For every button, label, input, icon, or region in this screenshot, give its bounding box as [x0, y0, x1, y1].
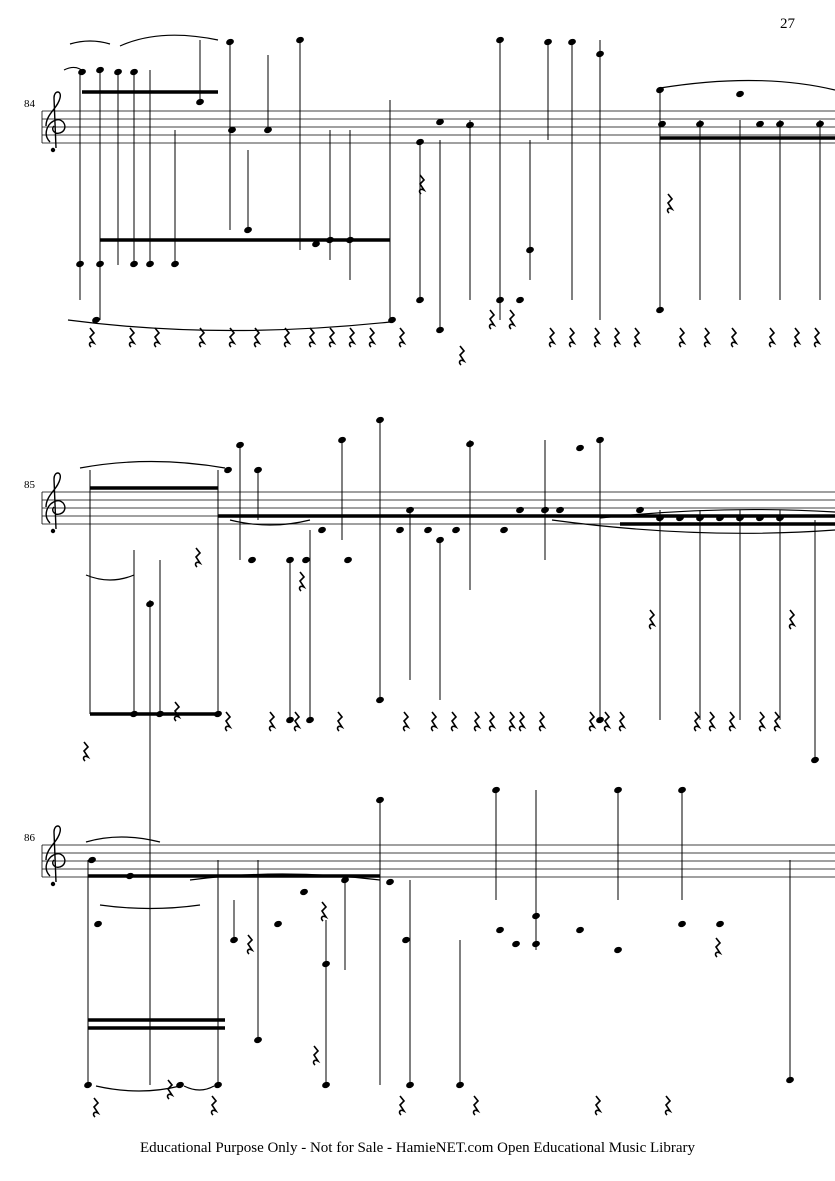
- system-2: 85: [24, 415, 835, 765]
- measure-number: 86: [24, 832, 36, 844]
- staff-lines: [41, 110, 835, 144]
- system-1: 84: [24, 34, 835, 366]
- measure-number: 85: [24, 479, 36, 491]
- beams: [88, 874, 380, 1030]
- staff-lines: [41, 491, 835, 525]
- rests: [88, 174, 820, 366]
- noteheads: [75, 35, 825, 335]
- footer-text: Educational Purpose Only - Not for Sale …: [140, 1140, 695, 1156]
- stems: [89, 420, 816, 760]
- slurs: [63, 34, 835, 332]
- noteheads: [83, 599, 795, 1090]
- staff-lines: [41, 844, 835, 878]
- stems: [87, 600, 791, 1085]
- page-number: 27: [780, 16, 795, 32]
- beams: [82, 90, 835, 242]
- rests: [82, 547, 795, 762]
- beams: [90, 486, 835, 716]
- stems: [79, 40, 821, 330]
- noteheads: [129, 415, 820, 765]
- slurs: [79, 460, 835, 581]
- system-3: 86: [24, 599, 835, 1118]
- measure-number: 84: [24, 98, 36, 110]
